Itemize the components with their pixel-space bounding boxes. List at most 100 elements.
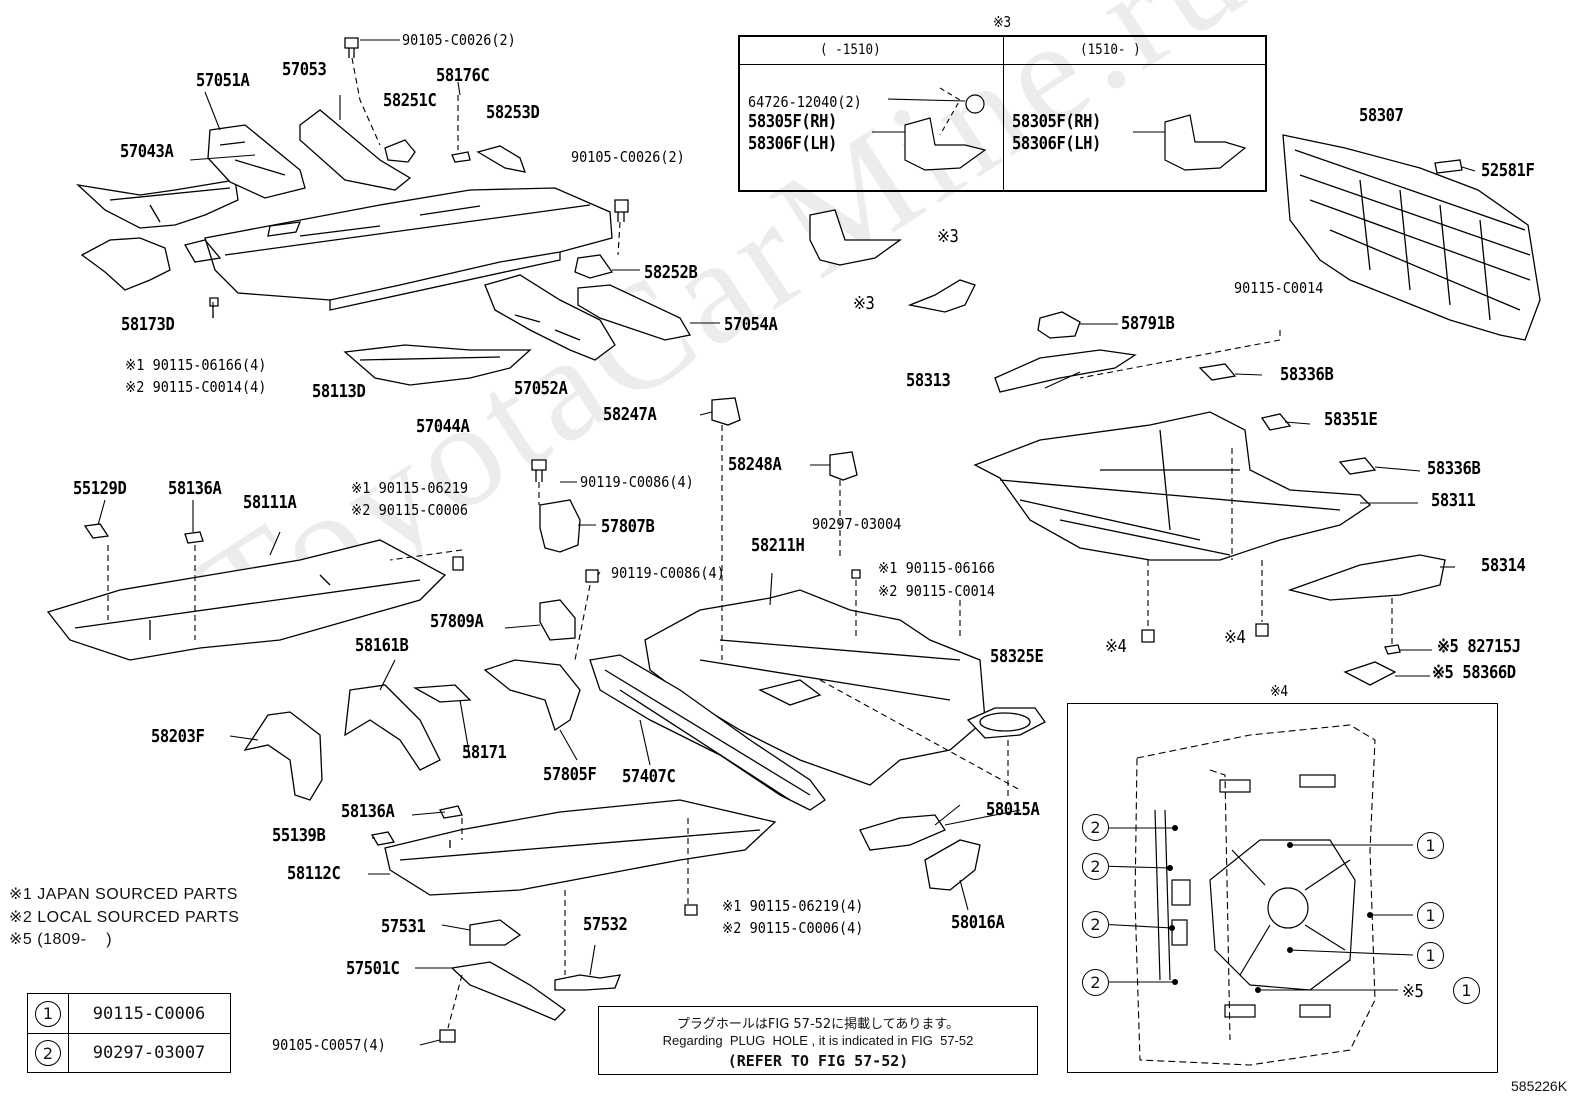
pad-58136a-part — [184, 531, 204, 544]
label-90105-c0026-mid[interactable]: 90105-C0026(2) — [571, 148, 685, 166]
label-90115-c0014-4[interactable]: ※2 90115-C0014(4) — [125, 378, 267, 396]
label-58211h[interactable]: 58211H — [751, 535, 805, 556]
label-52581f[interactable]: 52581F — [1481, 160, 1535, 181]
label-58015a[interactable]: 58015A — [986, 799, 1040, 820]
label-58325e[interactable]: 58325E — [990, 646, 1044, 667]
label-90115-06219-4[interactable]: ※1 90115-06219(4) — [722, 897, 864, 915]
label-58247a[interactable]: 58247A — [603, 404, 657, 425]
label-57531[interactable]: 57531 — [381, 916, 426, 937]
bracket-58251c-part — [384, 139, 416, 163]
label-x3-bracket[interactable]: ※3 — [937, 226, 959, 247]
label-57054a[interactable]: 57054A — [724, 314, 778, 335]
label-57809a[interactable]: 57809A — [430, 611, 484, 632]
label-x4-a[interactable]: ※4 — [1105, 636, 1127, 657]
label-58251c[interactable]: 58251C — [383, 90, 437, 111]
label-x3-bracket-2[interactable]: ※3 — [853, 293, 875, 314]
label-90119-c0086-a[interactable]: 90119-C0086(4) — [580, 473, 694, 491]
inset-x3-col2-header: (1510- ) — [1080, 42, 1141, 58]
center-floor-58211h-part — [644, 589, 986, 786]
label-58136a-2[interactable]: 58136A — [341, 801, 395, 822]
label-90115-c0014[interactable]: 90115-C0014 — [1234, 279, 1324, 297]
bolt-part — [344, 37, 359, 58]
label-57043a[interactable]: 57043A — [120, 141, 174, 162]
callout-2-a: 2 — [1082, 814, 1109, 841]
label-90297-03004[interactable]: 90297-03004 — [812, 515, 902, 533]
label-58176c[interactable]: 58176C — [436, 65, 490, 86]
label-57501c[interactable]: 57501C — [346, 958, 400, 979]
label-57052a[interactable]: 57052A — [514, 378, 568, 399]
inset-x3-58306f-lh[interactable]: 58306F(LH) — [748, 133, 837, 154]
label-58248a[interactable]: 58248A — [728, 454, 782, 475]
label-55129d[interactable]: 55129D — [73, 478, 127, 499]
pad-55139b-part — [370, 831, 396, 846]
callout-1-a: 1 — [1417, 832, 1444, 859]
callout-2-c: 2 — [1082, 911, 1109, 938]
cover-58016a-part — [924, 839, 981, 891]
label-90115-06166[interactable]: ※1 90115-06166 — [878, 559, 995, 577]
label-58366d[interactable]: ※5 58366D — [1432, 662, 1516, 683]
label-55139b[interactable]: 55139B — [272, 825, 326, 846]
label-58016a[interactable]: 58016A — [951, 912, 1005, 933]
label-57053[interactable]: 57053 — [282, 59, 327, 80]
label-90105-c0026-top[interactable]: 90105-C0026(2) — [402, 31, 516, 49]
label-90115-c0014-c[interactable]: ※2 90115-C0014 — [878, 582, 995, 600]
label-58161b[interactable]: 58161B — [355, 635, 409, 656]
label-58111a[interactable]: 58111A — [243, 492, 297, 513]
note-local-sourced: ※2 LOCAL SOURCED PARTS — [9, 909, 240, 926]
label-57807b[interactable]: 57807B — [601, 516, 655, 537]
label-57532[interactable]: 57532 — [583, 914, 628, 935]
label-57407c[interactable]: 57407C — [622, 766, 676, 787]
label-58311[interactable]: 58311 — [1431, 490, 1476, 511]
label-58252b[interactable]: 58252B — [644, 262, 698, 283]
reference-jp: プラグホールはFIG 57-52に掲載してあります。 — [676, 1017, 960, 1032]
label-57805f[interactable]: 57805F — [543, 764, 597, 785]
inset-x3-col1-header: ( -1510) — [820, 42, 881, 58]
label-58336b-2[interactable]: 58336B — [1427, 458, 1481, 479]
label-58336b-1[interactable]: 58336B — [1280, 364, 1334, 385]
label-58791b[interactable]: 58791B — [1121, 313, 1175, 334]
figure-id: 585226K — [1511, 1078, 1568, 1094]
crossmember-58313-part — [994, 349, 1137, 393]
note-x5-date: ※5 (1809- ) — [9, 931, 113, 948]
bracket-58336b-part — [1338, 457, 1377, 475]
callout-1-c: 1 — [1417, 942, 1444, 969]
member-57053-part — [299, 109, 412, 191]
label-90119-c0086-b[interactable]: 90119-C0086(4) — [611, 564, 725, 582]
inset-x3-58305f-rh[interactable]: 58305F(RH) — [748, 111, 837, 132]
plate-57044a-part — [343, 344, 532, 386]
label-58313[interactable]: 58313 — [906, 370, 951, 391]
bracket-57532-part — [554, 974, 622, 991]
legend-row-1-part[interactable]: 90115-C0006 — [92, 1003, 206, 1024]
bracket-58173d-part — [80, 237, 171, 291]
legend-row-1-symbol: 1 — [28, 994, 68, 1033]
label-58173d[interactable]: 58173D — [121, 314, 175, 335]
label-58253d[interactable]: 58253D — [486, 102, 540, 123]
label-58307[interactable]: 58307 — [1359, 105, 1404, 126]
label-58171[interactable]: 58171 — [462, 742, 507, 763]
reference-link[interactable]: (REFER TO FIG 57-52) — [727, 1052, 909, 1070]
legend-row-2-part[interactable]: 90297-03007 — [92, 1043, 206, 1063]
label-90115-06219[interactable]: ※1 90115-06219 — [351, 479, 468, 497]
inset-x3-64726-12040[interactable]: 64726-12040(2) — [748, 93, 862, 111]
callout-1-d: 1 — [1453, 977, 1480, 1004]
label-58113d[interactable]: 58113D — [312, 381, 366, 402]
inset-x3-58306f-lh-2[interactable]: 58306F(LH) — [1012, 133, 1101, 154]
bracket-57531-part — [469, 919, 522, 946]
mount-57807b-part — [539, 499, 581, 553]
label-58351e[interactable]: 58351E — [1324, 409, 1378, 430]
label-58136a-1[interactable]: 58136A — [168, 478, 222, 499]
label-90115-c0006-4[interactable]: ※2 90115-C0006(4) — [722, 919, 864, 937]
bracket-58336b-part — [1198, 363, 1237, 381]
label-90115-06166-4[interactable]: ※1 90115-06166(4) — [125, 356, 267, 374]
clip-58176c-part — [451, 151, 471, 163]
label-57051a[interactable]: 57051A — [196, 70, 250, 91]
label-58203f[interactable]: 58203F — [151, 726, 205, 747]
inset-x3-58305f-rh-2[interactable]: 58305F(RH) — [1012, 111, 1101, 132]
label-82715j[interactable]: ※5 82715J — [1437, 636, 1521, 657]
label-90105-c0057[interactable]: 90105-C0057(4) — [272, 1036, 386, 1054]
label-90115-c0006[interactable]: ※2 90115-C0006 — [351, 501, 468, 519]
label-58112c[interactable]: 58112C — [287, 863, 341, 884]
label-57044a[interactable]: 57044A — [416, 416, 470, 437]
label-58314[interactable]: 58314 — [1481, 555, 1526, 576]
label-x4-b[interactable]: ※4 — [1224, 627, 1246, 648]
